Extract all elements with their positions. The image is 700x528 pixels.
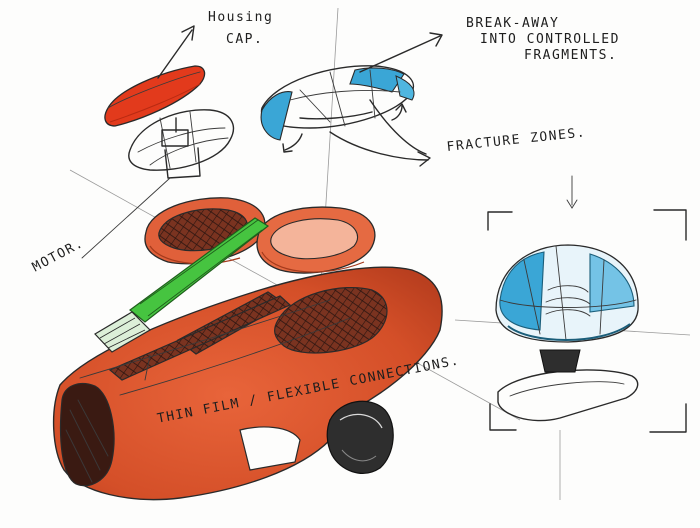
- housing-cap-label-line2: CAP.: [226, 32, 264, 47]
- housing-cap-label-line1: Housing: [208, 10, 274, 25]
- break-away-label-line1: BREAK-AWAY: [466, 16, 560, 31]
- flexible-connection-strip: [94, 217, 270, 353]
- break-away-label-line3: FRAGMENTS.: [524, 48, 618, 63]
- housing-cap-label: Housing CAP.: [206, 10, 273, 48]
- break-away-arrow: [359, 32, 443, 73]
- break-away-dome: [260, 65, 415, 153]
- fracture-zones-arrows: [329, 99, 578, 209]
- thin-film-leader: [144, 354, 151, 381]
- housing-cap-arrow: [157, 25, 195, 79]
- fragment-detail: [487, 209, 687, 433]
- break-away-label: BREAK-AWAY INTO CONTROLLED FRAGMENTS.: [466, 16, 620, 64]
- right-ring: [256, 206, 376, 274]
- motor-leader: [81, 177, 171, 259]
- break-away-label-line2: INTO CONTROLLED: [480, 32, 620, 47]
- housing-cap: [104, 65, 206, 127]
- main-housing: [52, 266, 443, 501]
- motor: [128, 109, 235, 179]
